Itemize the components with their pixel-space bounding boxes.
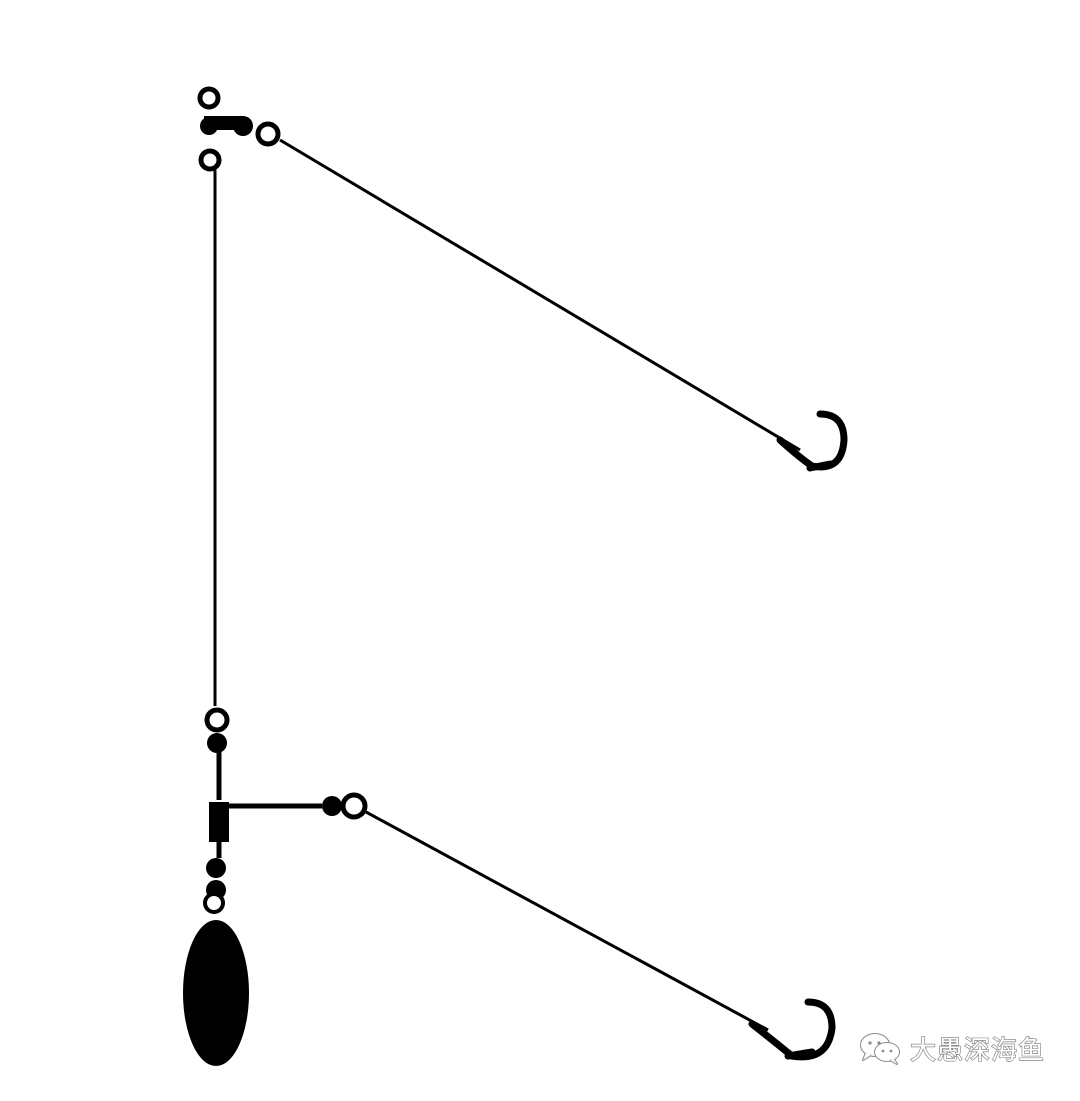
wechat-icon	[860, 1033, 900, 1065]
upper-hook	[776, 410, 848, 472]
lower-branch-leader	[365, 810, 769, 1032]
upper-branch-leader	[279, 138, 801, 452]
lower-hook	[748, 998, 836, 1061]
lower-swivel-beads	[204, 707, 230, 800]
watermark: 大愚深海鱼	[858, 1028, 1045, 1068]
t-arm-connector	[203, 792, 368, 914]
three-way-swivel	[197, 86, 281, 172]
sinker	[183, 920, 249, 1066]
watermark-text: 大愚深海鱼	[909, 1035, 1046, 1066]
